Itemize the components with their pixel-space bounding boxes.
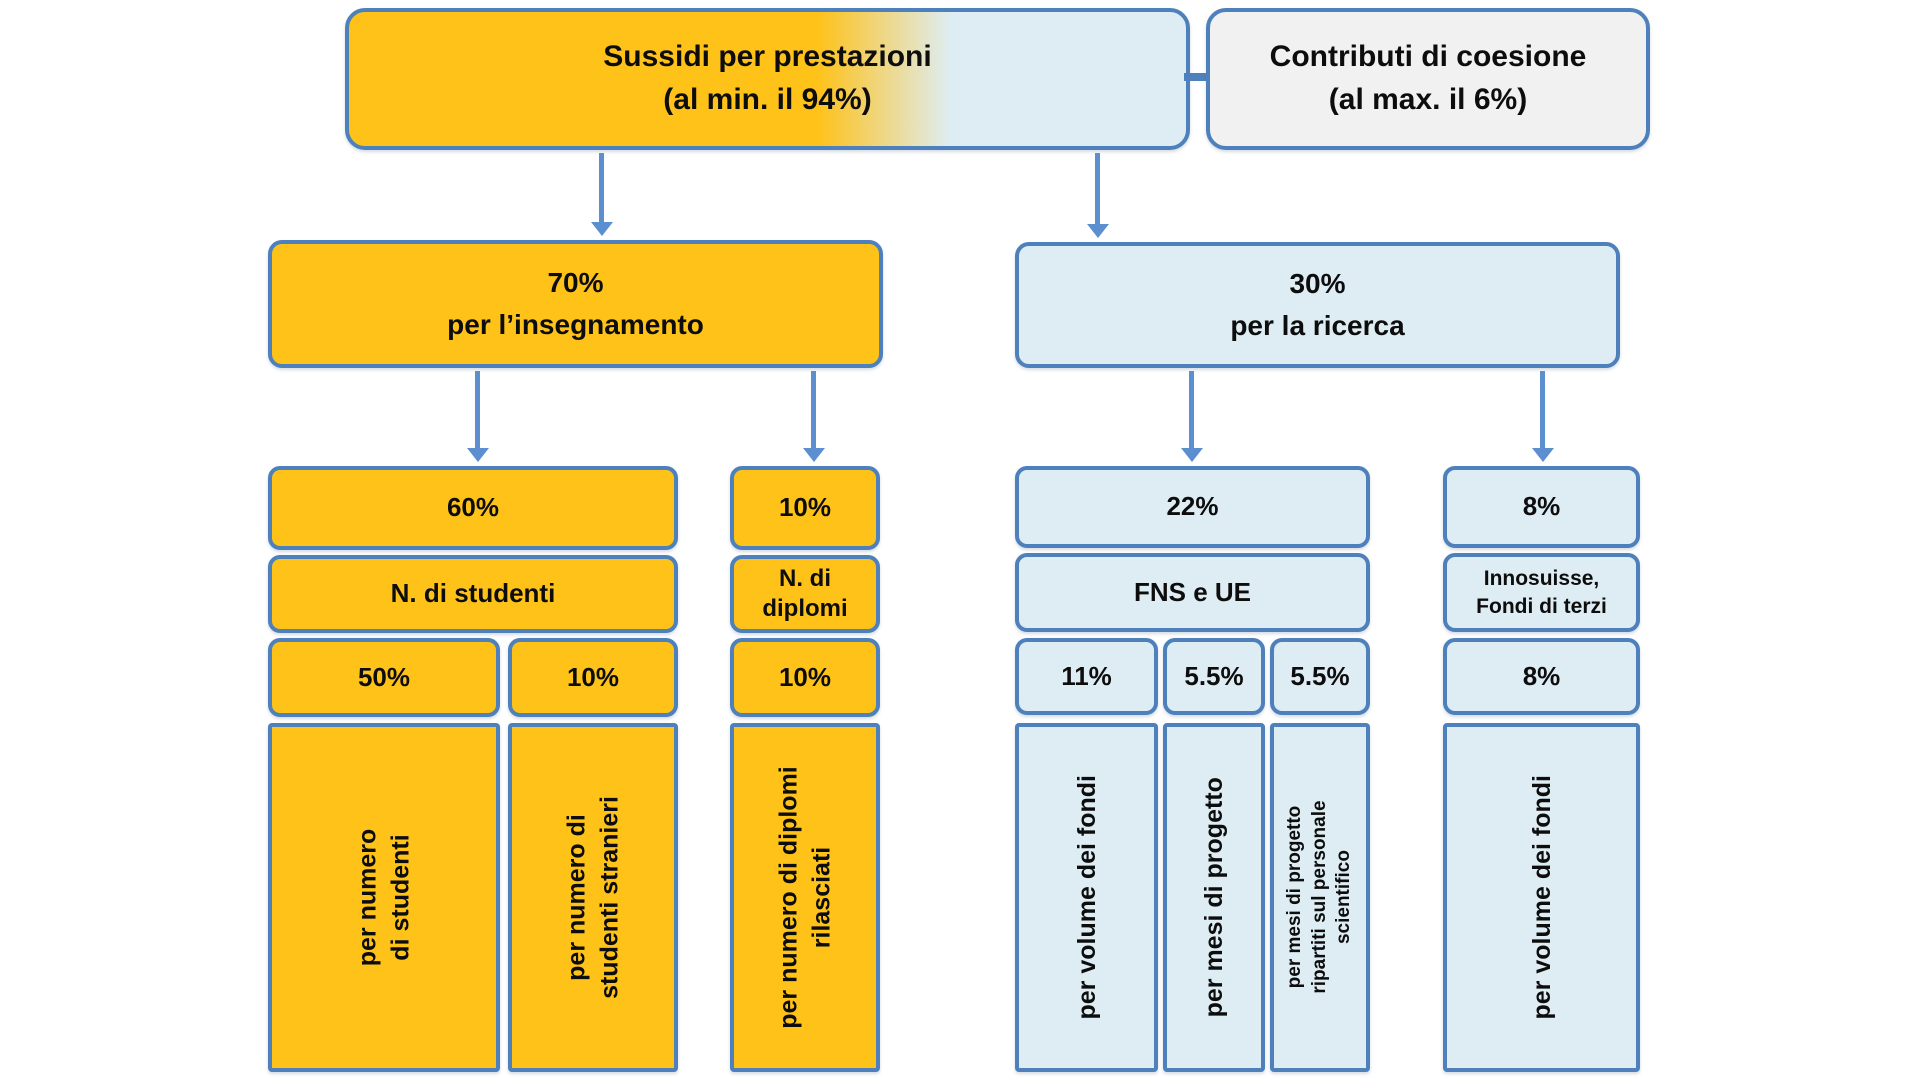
fns-col1-criterion: per volume dei fondi xyxy=(1072,775,1101,1020)
teaching-box-70: 70% per l’insegnamento xyxy=(268,240,883,368)
fns-col2-pct: 5.5% xyxy=(1184,660,1244,691)
students-col1-criterion: per numero di studenti xyxy=(353,828,415,967)
root-box-subtitle: (al min. il 94%) xyxy=(663,83,872,116)
teaching-label: per l’insegnamento xyxy=(447,309,704,340)
diplomas-criterion-box: per numero di diplomi rilasciati xyxy=(730,723,880,1072)
fns-col2-criterion: per mesi di progetto xyxy=(1199,777,1228,1018)
fns-col3-criterion: per mesi di progetto ripartiti sul perso… xyxy=(1283,800,1355,995)
arrow-teaching-to-diplomas xyxy=(811,371,816,449)
thirdparty-criterion-box: per volume dei fondi xyxy=(1443,723,1640,1072)
diplomas-pct-box: 10% xyxy=(730,466,880,550)
root-box-sussidi-per-prestazioni: Sussidi per prestazioni (al min. il 94%) xyxy=(345,8,1190,150)
students-col1-pct: 50% xyxy=(357,661,411,692)
fns-label: FNS e UE xyxy=(1133,576,1252,607)
students-col1-pct-box: 50% xyxy=(268,638,500,717)
students-col2-criterion: per numero di studenti stranieri xyxy=(562,796,624,999)
students-label: N. di studenti xyxy=(390,578,556,609)
fns-col3-pct: 5.5% xyxy=(1290,660,1350,691)
cohesion-box-title: Contributi di coesione xyxy=(1269,40,1587,74)
diplomas-sub-pct-box: 10% xyxy=(730,638,880,717)
fns-col3-pct-box: 5.5% xyxy=(1270,638,1370,715)
students-col2-pct: 10% xyxy=(566,661,620,692)
fns-label-box: FNS e UE xyxy=(1015,553,1370,632)
thirdparty-criterion: per volume dei fondi xyxy=(1527,775,1556,1020)
students-col2-pct-box: 10% xyxy=(508,638,678,717)
research-box-30: 30% per la ricerca xyxy=(1015,242,1620,368)
fns-col2-criterion-box: per mesi di progetto xyxy=(1163,723,1265,1072)
diplomas-sub-pct: 10% xyxy=(778,661,832,692)
students-pct-box: 60% xyxy=(268,466,678,550)
thirdparty-sub-pct: 8% xyxy=(1522,660,1561,691)
diplomas-criterion: per numero di diplomi rilasciati xyxy=(774,766,836,1029)
fns-col1-criterion-box: per volume dei fondi xyxy=(1015,723,1158,1072)
students-col1-criterion-box: per numero di studenti xyxy=(268,723,500,1072)
thirdparty-label-box: Innosuisse, Fondi di terzi xyxy=(1443,553,1640,632)
students-pct: 60% xyxy=(446,492,500,523)
fns-col1-pct-box: 11% xyxy=(1015,638,1158,715)
root-cohesion-connector-line xyxy=(1184,73,1210,81)
students-col2-criterion-box: per numero di studenti stranieri xyxy=(508,723,678,1072)
arrow-root-to-research xyxy=(1095,153,1100,225)
diplomas-label: N. di diplomi xyxy=(762,565,848,622)
fns-col2-pct-box: 5.5% xyxy=(1163,638,1265,715)
cohesion-box-contributi-di-coesione: Contributi di coesione (al max. il 6%) xyxy=(1206,8,1650,150)
research-pct: 30% xyxy=(1289,268,1346,299)
thirdparty-sub-pct-box: 8% xyxy=(1443,638,1640,715)
cohesion-box-subtitle: (al max. il 6%) xyxy=(1328,83,1528,116)
thirdparty-label: Innosuisse, Fondi di terzi xyxy=(1476,567,1607,618)
fns-col1-pct: 11% xyxy=(1061,660,1112,691)
root-box-title: Sussidi per prestazioni xyxy=(603,40,932,74)
diplomas-label-box: N. di diplomi xyxy=(730,555,880,633)
fns-pct: 22% xyxy=(1166,491,1219,522)
arrow-research-to-fns xyxy=(1189,371,1194,449)
research-label: per la ricerca xyxy=(1230,310,1405,341)
arrow-research-to-thirdparty xyxy=(1540,371,1545,449)
diplomas-pct: 10% xyxy=(778,492,832,523)
students-label-box: N. di studenti xyxy=(268,555,678,633)
thirdparty-pct: 8% xyxy=(1522,491,1561,522)
teaching-pct: 70% xyxy=(547,267,604,298)
fns-col3-criterion-box: per mesi di progetto ripartiti sul perso… xyxy=(1270,723,1370,1072)
arrow-root-to-teaching xyxy=(599,153,604,223)
arrow-teaching-to-students xyxy=(475,371,480,449)
fns-pct-box: 22% xyxy=(1015,466,1370,548)
thirdparty-pct-box: 8% xyxy=(1443,466,1640,548)
